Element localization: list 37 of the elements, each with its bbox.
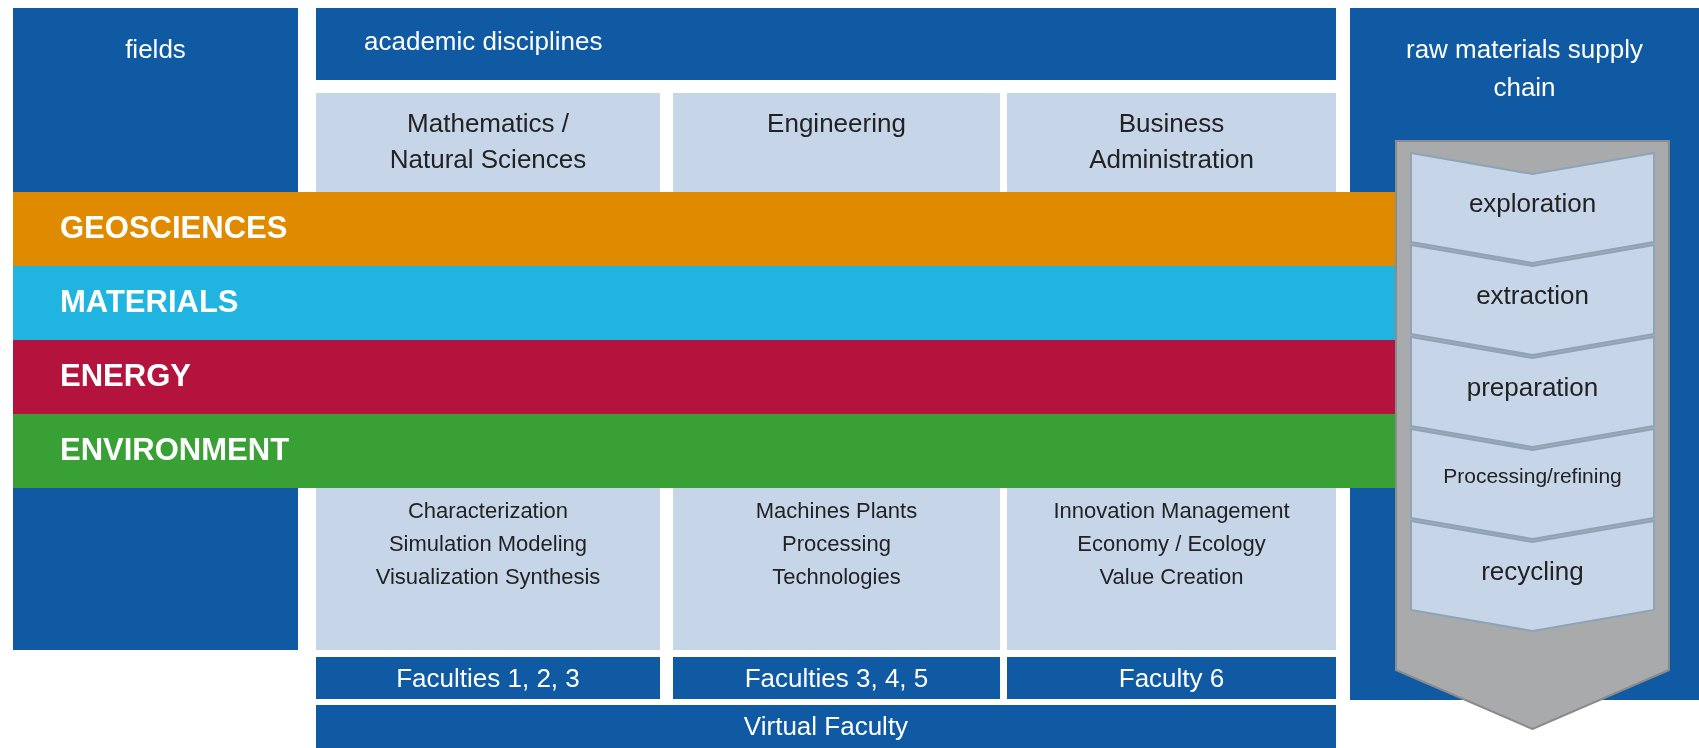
band-label: MATERIALS — [60, 284, 239, 320]
step-label: extraction — [1475, 280, 1590, 311]
header-title: academic disciplines — [364, 26, 603, 57]
band-label: ENERGY — [60, 358, 191, 394]
faculty-label: Faculty 6 — [1117, 663, 1226, 694]
faculty-label: Virtual Faculty — [742, 711, 910, 742]
header-bar — [316, 8, 1336, 80]
panel-title: raw materials supply chain — [1405, 33, 1644, 104]
step-label: Processing/refining — [1442, 464, 1623, 488]
step-label: recycling — [1480, 556, 1585, 587]
field-band — [13, 192, 1395, 266]
faculty-label: Faculties 1, 2, 3 — [395, 663, 581, 694]
field-band — [13, 340, 1395, 414]
faculty-bar — [316, 657, 660, 699]
discipline-topics-box — [316, 488, 660, 650]
discipline-heading-box — [673, 93, 1000, 192]
panel-title: fields — [124, 33, 187, 66]
step-label: preparation — [1465, 372, 1600, 403]
faculty-label: Faculties 3, 4, 5 — [743, 663, 930, 694]
field-band — [13, 266, 1395, 340]
discipline-topics-box — [673, 488, 1000, 650]
column-topics: Characterization Simulation Modeling Visualization Synthesis — [374, 497, 602, 591]
discipline-heading-box — [316, 93, 660, 192]
discipline-topics-box — [1007, 488, 1336, 650]
faculty-bar — [316, 705, 1336, 748]
band-label: GEOSCIENCES — [60, 210, 288, 246]
discipline-heading-box — [1007, 93, 1336, 192]
column-heading: Mathematics / Natural Sciences — [388, 107, 588, 176]
field-band — [13, 414, 1395, 488]
step-label: exploration — [1467, 188, 1598, 219]
faculty-bar — [1007, 657, 1336, 699]
faculty-bar — [673, 657, 1000, 699]
column-topics: Machines Plants Processing Technologies — [754, 497, 919, 591]
column-topics: Innovation Management Economy / Ecology Value Creation — [1052, 497, 1291, 591]
column-heading: Engineering — [766, 107, 907, 140]
band-label: ENVIRONMENT — [60, 432, 290, 468]
column-heading: Business Administration — [1088, 107, 1255, 176]
